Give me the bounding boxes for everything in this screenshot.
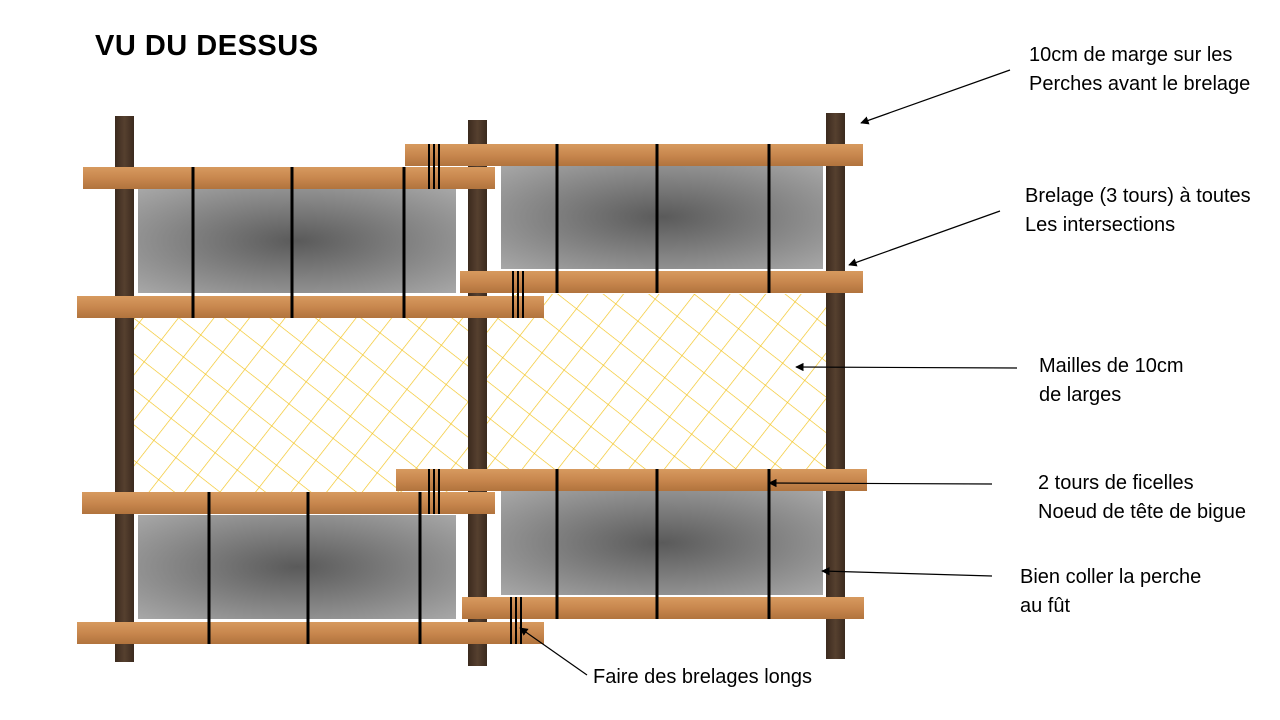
label-coller-line2: au fût bbox=[1020, 595, 1071, 617]
arrow-longs bbox=[519, 627, 588, 676]
arrow-mailles bbox=[795, 362, 1018, 372]
plank-bottom-right-upper bbox=[396, 469, 867, 491]
panel-bottom-left bbox=[136, 513, 458, 621]
panel-top-left bbox=[136, 187, 458, 295]
arrow-ficelles bbox=[768, 478, 993, 488]
label-coller: Bien coller la perche au fût bbox=[1020, 563, 1201, 621]
label-brelage-line1: Brelage (3 tours) à toutes bbox=[1025, 185, 1251, 207]
label-ficelles-line2: Noeud de tête de bigue bbox=[1038, 501, 1246, 523]
string-ties bbox=[191, 144, 771, 644]
plank-top-right-lower bbox=[460, 271, 863, 293]
label-longs: Faire des brelages longs bbox=[593, 663, 812, 692]
label-brelage: Brelage (3 tours) à toutes Les intersect… bbox=[1025, 182, 1251, 240]
label-coller-line1: Bien coller la perche bbox=[1020, 566, 1202, 588]
post-middle bbox=[468, 120, 487, 666]
long-lashings bbox=[428, 144, 524, 644]
post-left bbox=[115, 116, 134, 662]
label-ficelles: 2 tours de ficelles Noeud de tête de big… bbox=[1038, 469, 1246, 527]
plank-bottom-left-lower bbox=[77, 622, 544, 644]
post-right bbox=[826, 113, 845, 659]
label-longs-line1: Faire des brelages longs bbox=[593, 666, 813, 688]
label-mailles-line2: de larges bbox=[1039, 384, 1122, 406]
arrow-margin bbox=[860, 69, 1011, 125]
net-left bbox=[125, 318, 473, 492]
plank-top-right-upper bbox=[405, 144, 863, 166]
diagram-title: VU DU DESSUS bbox=[95, 30, 319, 62]
label-mailles-line1: Mailles de 10cm bbox=[1039, 355, 1184, 377]
plank-bottom-left-upper bbox=[82, 492, 495, 514]
label-margin: 10cm de marge sur les Perches avant le b… bbox=[1029, 41, 1250, 99]
label-margin-line2: Perches avant le brelage bbox=[1029, 73, 1251, 95]
label-margin-line1: 10cm de marge sur les bbox=[1029, 44, 1233, 66]
label-brelage-line2: Les intersections bbox=[1025, 214, 1176, 236]
label-ficelles-line1: 2 tours de ficelles bbox=[1038, 472, 1194, 494]
label-mailles: Mailles de 10cm de larges bbox=[1039, 352, 1184, 410]
panel-bottom-right bbox=[499, 489, 825, 597]
panel-top-right bbox=[499, 163, 825, 271]
arrow-brelage bbox=[848, 210, 1001, 267]
plank-top-left-lower bbox=[77, 296, 544, 318]
arrow-coller bbox=[821, 567, 993, 577]
net-right bbox=[473, 294, 833, 470]
plank-top-left-upper bbox=[83, 167, 495, 189]
plank-bottom-right-lower bbox=[462, 597, 864, 619]
